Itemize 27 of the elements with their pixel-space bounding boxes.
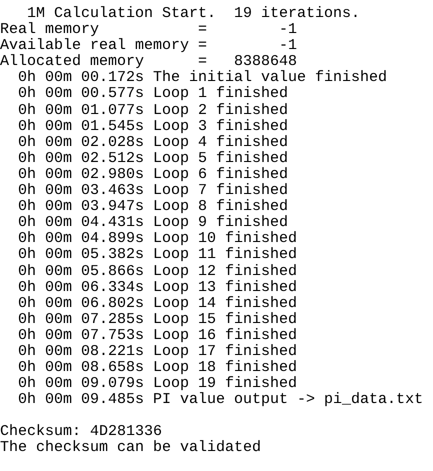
console-line: 0h 00m 07.753s Loop 16 finished xyxy=(18,328,298,344)
console-line: Available real memory = -1 xyxy=(0,38,298,54)
console-line: 0h 00m 02.980s Loop 6 finished xyxy=(18,166,288,183)
console-line: 1M Calculation Start. 19 iterations. xyxy=(27,6,360,22)
console-line: 0h 00m 06.334s Loop 13 finished xyxy=(18,280,298,296)
console-line: 0h 00m 04.899s Loop 10 finished xyxy=(18,231,298,248)
console-line: Checksum: 4D281336 xyxy=(0,424,162,440)
console-line: 0h 00m 01.077s Loop 2 finished xyxy=(18,102,288,119)
console-line: 0h 00m 09.485s PI value output -> pi_data.txt xyxy=(18,392,424,408)
console-line: The checksum can be validated xyxy=(0,440,262,457)
console-line: 0h 00m 01.545s Loop 3 finished xyxy=(18,118,288,135)
console-line: Real memory = -1 xyxy=(0,22,298,38)
console-line: 0h 00m 02.028s Loop 4 finished xyxy=(18,134,288,151)
console-line: Allocated memory = 8388648 xyxy=(0,54,298,70)
console-line: 0h 00m 06.802s Loop 14 finished xyxy=(18,296,298,312)
console-line: 0h 00m 05.866s Loop 12 finished xyxy=(18,264,298,280)
console-line: 0h 00m 03.947s Loop 8 finished xyxy=(18,199,288,216)
console-line: 0h 00m 07.285s Loop 15 finished xyxy=(18,312,298,328)
console-line: 0h 00m 03.463s Loop 7 finished xyxy=(18,183,288,200)
console-line: 0h 00m 02.512s Loop 5 finished xyxy=(18,150,288,167)
console-line: 0h 00m 00.172s The initial value finished xyxy=(18,70,388,86)
console-line: 0h 00m 08.658s Loop 18 finished xyxy=(18,360,298,376)
console-line: 0h 00m 05.382s Loop 11 finished xyxy=(18,247,298,264)
console-line: 0h 00m 00.577s Loop 1 finished xyxy=(18,86,288,103)
console-line: 0h 00m 08.221s Loop 17 finished xyxy=(18,344,298,360)
console-line: 0h 00m 04.431s Loop 9 finished xyxy=(18,215,288,232)
console-line: 0h 00m 09.079s Loop 19 finished xyxy=(18,376,298,392)
